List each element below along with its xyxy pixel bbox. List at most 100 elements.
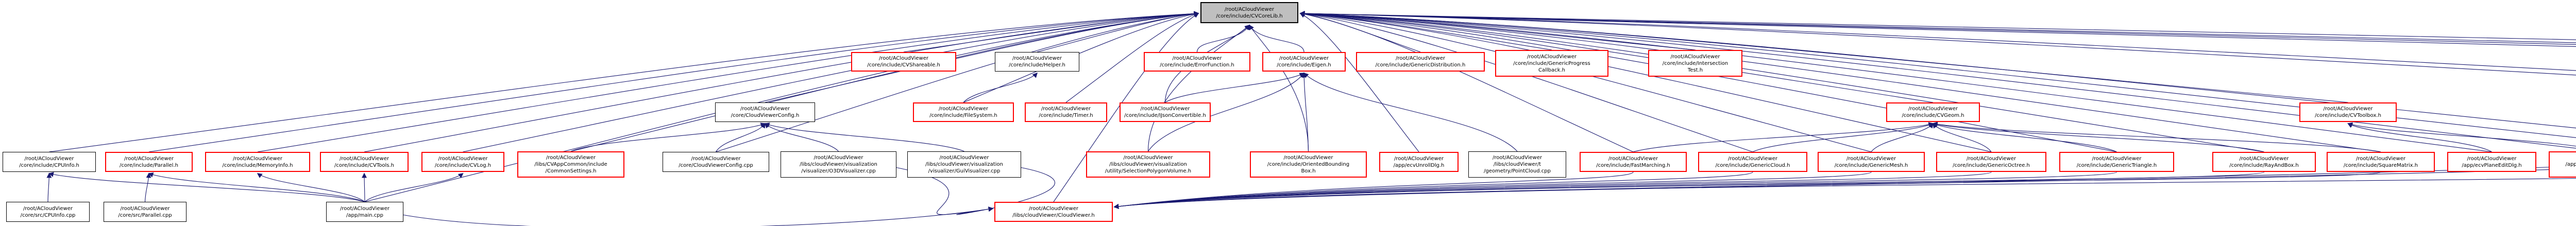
- graph-node-genericoctree[interactable]: /root/ACloudViewer/core/include/GenericO…: [1936, 152, 2046, 172]
- node-label-line: /CommonSettings.h: [545, 168, 597, 174]
- edge-progressreporters-to-cloudviewer_h: [1113, 168, 2576, 209]
- graph-node-intersectiontest[interactable]: /root/ACloudViewer/core/include/Intersec…: [1648, 50, 1742, 77]
- edge-fastmarching-to-cvgeom: [1633, 122, 1934, 152]
- node-label-line: /root/ACloudViewer: [120, 205, 170, 212]
- edge-eigen-to-cvcorelib: [1249, 24, 1304, 53]
- graph-node-rayandbox[interactable]: /root/ACloudViewer/core/include/RayAndBo…: [2212, 152, 2316, 172]
- node-label-line: /libs/cloudViewer/t: [1493, 162, 1541, 167]
- node-label-line: /root/ACloudViewer: [1224, 6, 1274, 12]
- node-label-line: /core/include/CVToolbox.h: [2315, 113, 2381, 118]
- edge-rayandbox-to-cloudviewer_h: [1113, 171, 2265, 209]
- node-label-line: /root/ACloudViewer: [1846, 155, 1896, 162]
- edge-pointcloud_cpp-to-eigen: [1303, 72, 1518, 152]
- node-label-line: /root/ACloudViewer: [1670, 54, 1720, 60]
- node-label-line: /root/ACloudViewer: [691, 155, 741, 162]
- graph-node-helper[interactable]: /root/ACloudViewer/core/include/Helper.h: [995, 52, 1079, 72]
- node-label-line: Box.h: [1301, 168, 1316, 174]
- node-label-line: /core/include/Intersection: [1662, 60, 1728, 66]
- graph-node-cpuinfo_h[interactable]: /root/ACloudViewer/core/include/CPUInfo.…: [3, 152, 96, 172]
- node-label-line: /visualizer/O3DVisualizer.cpp: [801, 168, 876, 174]
- edge-genericcloud-to-cloudviewer_h: [1113, 171, 1753, 209]
- graph-node-orientedboundingbox[interactable]: /root/ACloudViewer/core/include/Oriented…: [1250, 151, 1367, 178]
- node-label-line: /core/include/ErrorFunction.h: [1160, 62, 1234, 68]
- edge-generictriangle-to-cloudviewer_h: [1113, 171, 2117, 209]
- graph-node-squarematrix[interactable]: /root/ACloudViewer/core/include/SquareMa…: [2327, 152, 2435, 172]
- graph-node-memoryinfo[interactable]: /root/ACloudViewer/core/include/MemoryIn…: [205, 152, 310, 172]
- node-label-line: /root/ACloudViewer: [1123, 155, 1173, 161]
- node-label-line: /root/ACloudViewer: [1172, 56, 1222, 61]
- node-label-line: /root/ACloudViewer: [938, 106, 988, 112]
- edge-ecvscaledlg-to-cvcorelib: [1299, 11, 2576, 138]
- edge-filesystem-to-cvcorelib: [963, 11, 1199, 103]
- graph-node-cvtools[interactable]: /root/ACloudViewer/core/include/CVTools.…: [320, 152, 409, 172]
- graph-node-timer[interactable]: /root/ACloudViewer/core/include/Timer.h: [1025, 102, 1107, 122]
- edge-main_cpp-to-cvlog: [364, 173, 464, 202]
- node-label-line: /root/ACloudViewer: [1012, 56, 1062, 61]
- graph-node-cloudviewerconfig_cpp[interactable]: /root/ACloudViewer/core/CloudViewerConfi…: [663, 152, 769, 172]
- node-label-line: /core/src/CPUInfo.cpp: [20, 212, 76, 218]
- node-label-line: /root/ACloudViewer: [1394, 155, 1444, 162]
- graph-node-guivisualizer[interactable]: /root/ACloudViewer/libs/cloudViewer/visu…: [907, 151, 1021, 178]
- graph-node-parallel_cpp[interactable]: /root/ACloudViewer/core/src/Parallel.cpp: [104, 202, 187, 222]
- graph-node-filesystem[interactable]: /root/ACloudViewer/core/include/FileSyst…: [913, 102, 1014, 122]
- edge-progressreporters-to-cvcorelib: [1299, 11, 2576, 71]
- node-label-line: /core/include/GenericCloud.h: [1715, 162, 1790, 168]
- graph-node-ijsonconvertible[interactable]: /root/ACloudViewer/core/include/IJsonCon…: [1120, 102, 1211, 122]
- graph-node-cloudviewer_h[interactable]: /root/ACloudViewer/libs/cloudViewer/Clou…: [994, 202, 1113, 222]
- graph-node-ecvpointpicking[interactable]: /root/ACloudViewer/app/ecvPointPickingGe…: [2549, 151, 2576, 178]
- graph-node-cvlog[interactable]: /root/ACloudViewer/core/include/CVLog.h: [421, 152, 504, 172]
- graph-node-cpuinfo_cpp[interactable]: /root/ACloudViewer/core/src/CPUInfo.cpp: [6, 202, 90, 222]
- graph-node-errorfunction[interactable]: /root/ACloudViewer/core/include/ErrorFun…: [1144, 52, 1250, 72]
- graph-node-genericmesh[interactable]: /root/ACloudViewer/core/include/GenericM…: [1818, 152, 1925, 172]
- graph-node-fastmarching[interactable]: /root/ACloudViewer/core/include/FastMarc…: [1580, 152, 1687, 172]
- graph-node-cvgeom[interactable]: /root/ACloudViewer/core/include/CVGeom.h: [1886, 102, 1980, 122]
- graph-node-genericdistribution[interactable]: /root/ACloudViewer/core/include/GenericD…: [1356, 52, 1485, 72]
- graph-node-commonsettings[interactable]: /root/ACloudViewer/libs/CVAppCommon/incl…: [517, 151, 624, 178]
- node-label-line: /core/include/CVLog.h: [434, 162, 492, 168]
- graph-node-cvtoolbox[interactable]: /root/ACloudViewer/core/include/CVToolbo…: [2299, 102, 2397, 122]
- edge-squarematrix-to-cvgeom: [1932, 121, 2381, 152]
- edge-timer-to-cvcorelib: [1065, 12, 1199, 103]
- graph-node-cvshareable[interactable]: /root/ACloudViewer/core/include/CVSharea…: [851, 52, 956, 72]
- graph-node-ecvplaneeditdlg[interactable]: /root/ACloudViewer/app/ecvPlaneEditDlg.h: [2447, 152, 2536, 172]
- edge-genericcloud-to-cvgeom: [1752, 123, 1934, 152]
- edge-cloudviewerconfig_cpp-to-cloudviewerconfig_h: [716, 123, 766, 152]
- edge-orientedboundingbox-to-eigen: [1301, 72, 1309, 152]
- edge-main_cpp-to-parallel_h: [148, 172, 365, 202]
- edge-cpuinfo_h-to-cvcorelib: [49, 11, 1199, 152]
- graph-node-parallel_h[interactable]: /root/ACloudViewer/core/include/Parallel…: [105, 152, 193, 172]
- graph-node-genericcloud[interactable]: /root/ACloudViewer/core/include/GenericC…: [1698, 152, 1807, 172]
- node-label-line: /root/ACloudViewer: [1527, 54, 1577, 60]
- node-label-line: /app/ecvPointPickingGeneric: [2565, 162, 2576, 167]
- node-label-line: /core/include/GenericTriangle.h: [2076, 162, 2157, 168]
- edge-main_cpp-to-cloudviewer_h: [403, 206, 994, 226]
- graph-node-o3dvisualizer[interactable]: /root/ACloudViewer/libs/cloudViewer/visu…: [781, 151, 896, 178]
- edge-main_cpp-to-cvtools: [362, 172, 367, 202]
- edge-squarematrix-to-cvcorelib: [1299, 11, 2381, 152]
- node-label-line: /geometry/PointCloud.cpp: [1484, 168, 1551, 174]
- graph-node-pointcloud_cpp[interactable]: /root/ACloudViewer/libs/cloudViewer/t/ge…: [1468, 151, 1566, 178]
- graph-node-ecvunrolldlg[interactable]: /root/ACloudViewer/app/ecvUnrollDlg.h: [1379, 152, 1459, 172]
- node-label-line: /root/ACloudViewer: [939, 155, 989, 161]
- graph-node-generictriangle[interactable]: /root/ACloudViewer/core/include/GenericT…: [2059, 152, 2174, 172]
- node-label-line: /libs/cloudViewer/CloudViewer.h: [1012, 212, 1095, 218]
- graph-node-main_cpp[interactable]: /root/ACloudViewer/app/main.cpp: [326, 202, 403, 222]
- node-label-line: /root/ACloudViewer: [1283, 155, 1333, 161]
- edge-orientedboundingbox-to-cvcorelib: [1249, 24, 1309, 152]
- edge-cvmisctools-to-cvcorelib: [1299, 11, 2576, 129]
- edge-generictriangle-to-cvgeom: [1932, 123, 2117, 152]
- graph-node-genericprogresscallback[interactable]: /root/ACloudViewer/core/include/GenericP…: [1495, 50, 1608, 77]
- graph-node-cloudviewerconfig_h[interactable]: /root/ACloudViewer/core/CloudViewerConfi…: [715, 102, 815, 122]
- graph-node-selectionpolygonvolume[interactable]: /root/ACloudViewer/libs/cloudViewer/visu…: [1086, 151, 1210, 178]
- node-label-line: /root/ACloudViewer: [232, 155, 282, 162]
- node-label-line: /core/include/CPUInfo.h: [19, 162, 79, 168]
- graph-node-eigen[interactable]: /root/ACloudViewer/core/include/Eigen.h: [1262, 52, 1346, 72]
- edge-cvmisctools-to-cloudviewer_h: [1113, 178, 2576, 209]
- node-label-line: /root/ACloudViewer: [339, 155, 389, 162]
- node-label-line: /core/include/CVTools.h: [334, 162, 394, 168]
- node-label-line: /core/include/OrientedBounding: [1267, 162, 1350, 167]
- edge-genericmesh-to-cvgeom: [1871, 123, 1934, 152]
- node-label-line: /root/ACloudViewer: [124, 155, 174, 162]
- edge-rayandbox-to-cvgeom: [1932, 122, 2264, 152]
- edge-genericcloud-to-cvcorelib: [1299, 11, 1753, 152]
